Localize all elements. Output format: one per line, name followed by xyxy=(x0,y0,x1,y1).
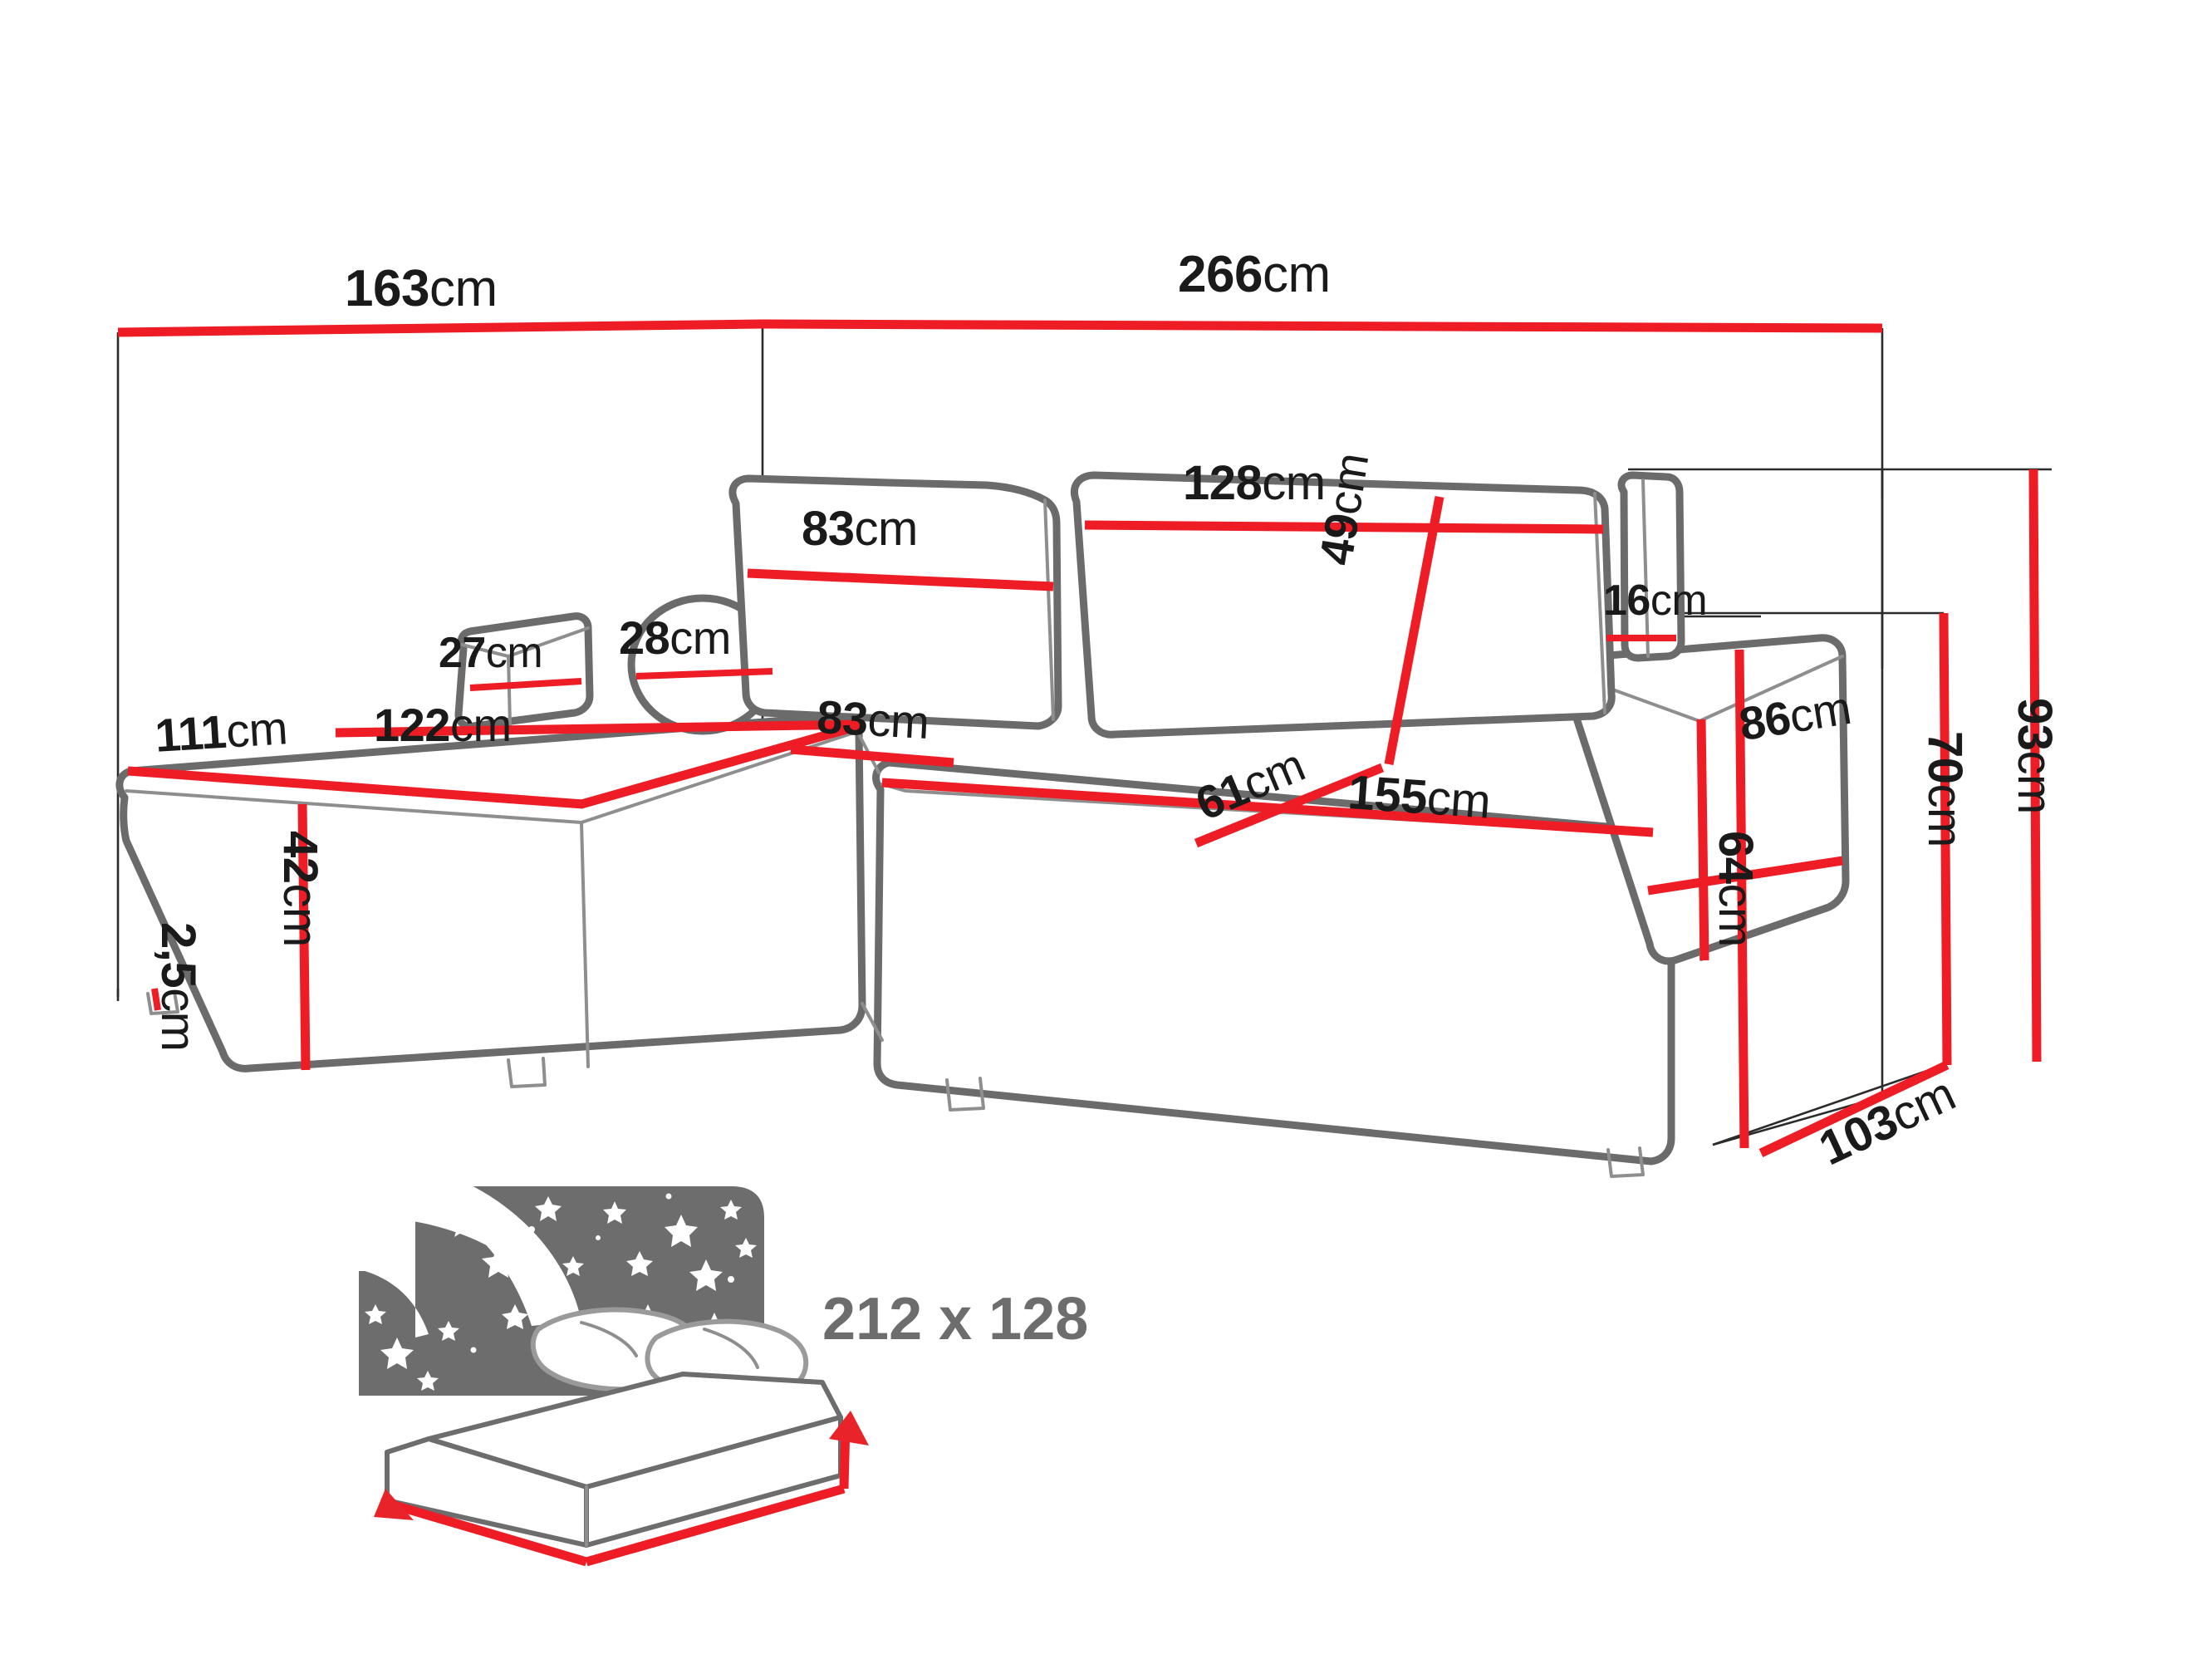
dimline-83-back xyxy=(747,568,1054,591)
main-seat-body xyxy=(872,758,1675,1166)
chaise-foot-left xyxy=(507,1057,547,1088)
label-16cm: 16cm xyxy=(1603,577,1708,625)
backrest-cushion-small-seam xyxy=(1043,498,1055,721)
dimline-86-v xyxy=(1696,719,1709,961)
dimline-27 xyxy=(469,678,582,691)
dimline-64 xyxy=(1734,649,1749,1149)
label-163cm: 163cm xyxy=(345,260,498,317)
left-small-armrest xyxy=(454,612,594,730)
label-155cm: 155cm xyxy=(1346,765,1493,829)
seat-seam-center xyxy=(861,1002,884,1042)
dimension-lines xyxy=(117,319,2042,1157)
label-70cm: 70cm xyxy=(1918,731,1972,847)
bed-dimension-arrows xyxy=(374,1411,869,1567)
dimline-163 xyxy=(117,319,763,337)
main-seat-foot-right xyxy=(1606,1146,1645,1178)
label-111cm: 111cm xyxy=(153,701,289,762)
dimline-83-seat xyxy=(790,744,954,768)
dimline-128 xyxy=(1084,520,1604,534)
dimline-122 xyxy=(580,719,866,809)
dimline-25 xyxy=(151,988,161,1011)
dimline-122b xyxy=(335,719,865,738)
backrest-cushion-small xyxy=(728,474,1062,730)
dimline-103 xyxy=(1758,1061,1950,1157)
dimline-42 xyxy=(297,803,311,1071)
dimline-28 xyxy=(635,668,773,680)
left-small-armrest-seam xyxy=(507,655,512,726)
sleep-area-label: 212 x 128 xyxy=(822,1286,1089,1352)
dimline-70 xyxy=(1939,612,1952,1066)
chaise-body xyxy=(115,712,866,1072)
dimline-155 xyxy=(881,778,1654,837)
label-27cm: 27cm xyxy=(439,629,543,677)
backrest-cushion-large xyxy=(1071,471,1616,739)
label-122cm: 122cm xyxy=(374,699,512,751)
right-back-panel xyxy=(1617,471,1685,662)
right-back-panel-seam xyxy=(1641,479,1650,658)
bed-night-icon xyxy=(359,1186,869,1567)
chaise-foot-right xyxy=(146,990,179,1015)
main-seat-foot-left xyxy=(945,1077,985,1112)
label-128cm: 128cm xyxy=(1183,456,1326,510)
dimline-93 xyxy=(2028,469,2042,1063)
chaise-top-seam xyxy=(580,821,590,1068)
label-83cm-seat: 83cm xyxy=(815,690,930,749)
label-28cm: 28cm xyxy=(619,611,731,664)
dimline-49 xyxy=(1384,495,1444,766)
label-64cm: 64cm xyxy=(1709,831,1763,947)
label-42cm: 42cm xyxy=(273,831,327,947)
dimline-266 xyxy=(762,319,1883,333)
label-266cm: 266cm xyxy=(1178,246,1331,303)
dimline-111 xyxy=(127,766,584,809)
label-83cm-backrest: 83cm xyxy=(802,502,918,556)
label-2-5cm: 2,5cm xyxy=(151,922,205,1052)
label-93cm: 93cm xyxy=(2008,698,2062,814)
